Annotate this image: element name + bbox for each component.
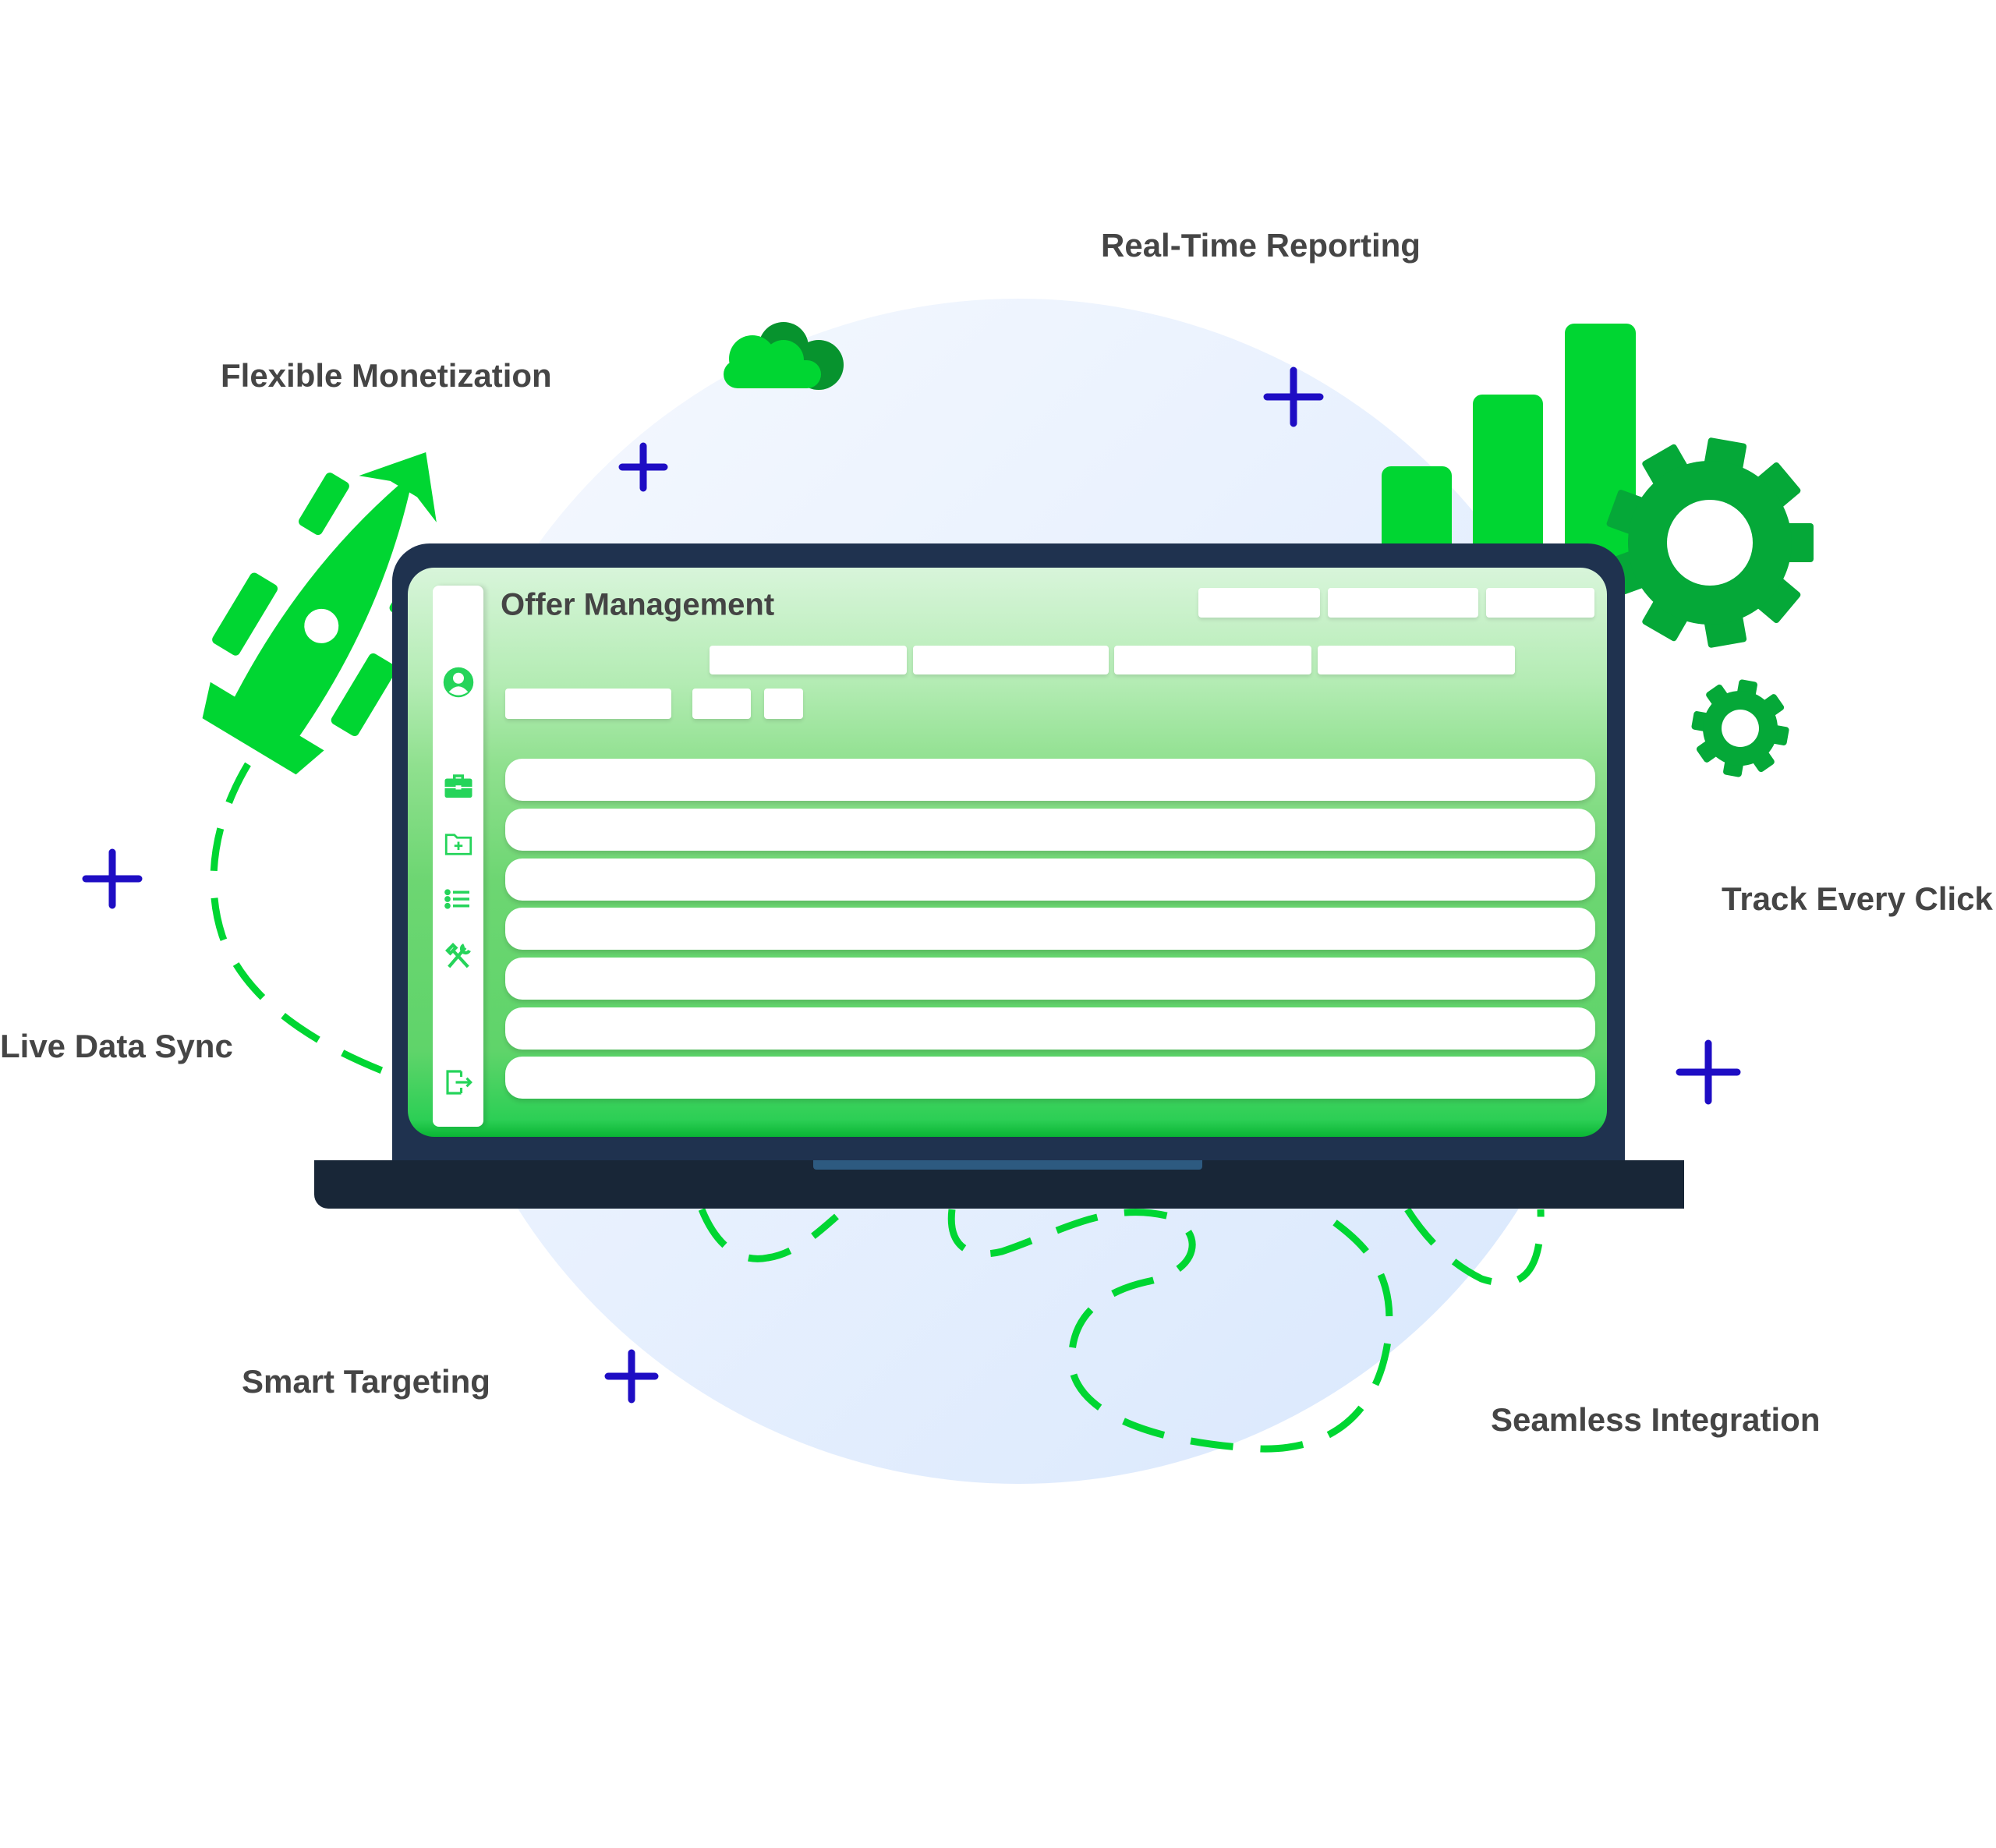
header-button[interactable] <box>1198 588 1320 618</box>
laptop-screen: Offer Management <box>408 568 1607 1137</box>
list-row[interactable] <box>505 759 1595 801</box>
list-row[interactable] <box>505 809 1595 851</box>
cloud-icon <box>724 322 844 390</box>
list-row[interactable] <box>505 908 1595 950</box>
filter-input[interactable] <box>505 689 671 719</box>
folder-add-icon[interactable] <box>442 828 475 861</box>
list-icon[interactable] <box>442 883 475 915</box>
sidebar <box>433 586 483 1127</box>
large-gear-icon <box>1606 437 1814 648</box>
list-row[interactable] <box>505 859 1595 901</box>
laptop-hinge <box>813 1160 1202 1170</box>
logout-icon[interactable] <box>442 1066 475 1099</box>
tab[interactable] <box>1318 646 1515 674</box>
filter-button[interactable] <box>692 689 751 719</box>
feature-label-seamless-integration: Seamless Integration <box>1491 1401 1821 1438</box>
feature-label-flexible-monetization: Flexible Monetization <box>221 357 552 394</box>
list-row[interactable] <box>505 1007 1595 1050</box>
tools-icon[interactable] <box>442 940 475 972</box>
feature-label-track-every-click: Track Every Click <box>1722 880 1993 917</box>
tab[interactable] <box>710 646 907 674</box>
briefcase-icon[interactable] <box>442 770 475 803</box>
list-row[interactable] <box>505 1057 1595 1099</box>
feature-label-real-time-reporting: Real-Time Reporting <box>1101 227 1421 264</box>
plus-decorations <box>82 366 1741 1404</box>
list-row[interactable] <box>505 958 1595 1000</box>
rocket-icon <box>202 451 441 775</box>
feature-label-smart-targeting: Smart Targeting <box>242 1363 490 1400</box>
small-gear-icon <box>1691 679 1789 777</box>
bar-chart-icon <box>1382 324 1636 575</box>
header-button[interactable] <box>1328 588 1478 618</box>
header-button[interactable] <box>1486 588 1594 618</box>
tab[interactable] <box>1114 646 1311 674</box>
user-icon[interactable] <box>442 666 475 699</box>
page-title: Offer Management <box>501 587 775 622</box>
feature-label-live-data-sync: Live Data Sync <box>0 1028 233 1064</box>
tab[interactable] <box>913 646 1109 674</box>
filter-button[interactable] <box>764 689 803 719</box>
dashed-trail <box>210 762 1545 1453</box>
